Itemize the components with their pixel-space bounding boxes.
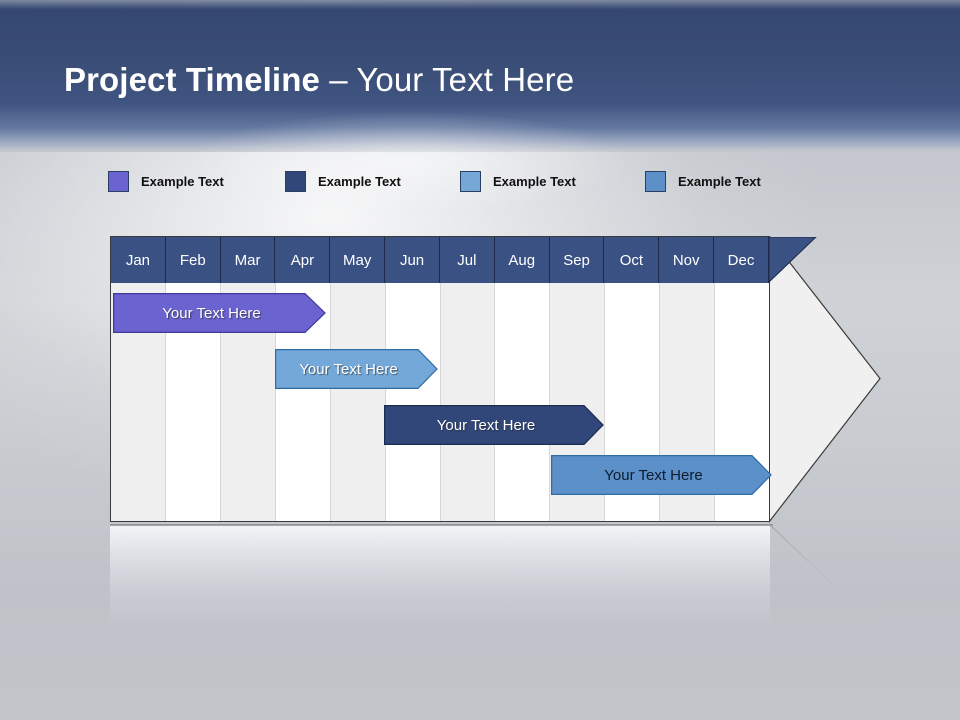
legend-item-1[interactable]: Example Text bbox=[108, 168, 224, 194]
task-bars: Your Text Here Your Text Here Your Text … bbox=[110, 236, 772, 522]
month-header-mar[interactable]: Mar bbox=[220, 237, 276, 283]
month-header-dec[interactable]: Dec bbox=[714, 237, 769, 283]
month-header-apr[interactable]: Apr bbox=[275, 237, 331, 283]
month-header-feb[interactable]: Feb bbox=[165, 237, 221, 283]
legend-label-4: Example Text bbox=[678, 173, 761, 189]
month-header-nov[interactable]: Nov bbox=[659, 237, 715, 283]
page-title-light: – Your Text Here bbox=[319, 61, 575, 98]
month-header-row: Jan Feb Mar Apr May Jun Jul Aug Sep Oct … bbox=[111, 237, 769, 283]
month-header-aug[interactable]: Aug bbox=[494, 237, 550, 283]
legend: Example Text Example Text Example Text E… bbox=[108, 168, 808, 196]
task-bar-2-label: Your Text Here bbox=[299, 360, 398, 378]
legend-swatch-2-icon bbox=[285, 170, 306, 192]
task-bar-1[interactable]: Your Text Here bbox=[113, 293, 326, 333]
legend-item-4[interactable]: Example Text bbox=[645, 168, 761, 194]
legend-label-2: Example Text bbox=[318, 173, 401, 189]
timeline-chart: Jan Feb Mar Apr May Jun Jul Aug Sep Oct … bbox=[110, 236, 772, 522]
column-feb bbox=[165, 237, 221, 521]
month-header-jan[interactable]: Jan bbox=[111, 237, 166, 283]
legend-label-1: Example Text bbox=[141, 173, 224, 189]
page-title-strong: Project Timeline bbox=[64, 61, 320, 98]
task-bar-2[interactable]: Your Text Here bbox=[275, 349, 438, 389]
month-header-sep[interactable]: Sep bbox=[549, 237, 605, 283]
month-header-jun[interactable]: Jun bbox=[385, 237, 440, 283]
task-bar-3[interactable]: Your Text Here bbox=[384, 405, 604, 445]
legend-swatch-4-icon bbox=[645, 170, 666, 192]
month-header-oct[interactable]: Oct bbox=[604, 237, 660, 283]
task-bar-1-label: Your Text Here bbox=[162, 304, 261, 322]
page-title: Project Timeline – Your Text Here bbox=[64, 58, 574, 102]
month-header-jul[interactable]: Jul bbox=[439, 237, 495, 283]
legend-swatch-1-icon bbox=[108, 170, 129, 192]
column-jul bbox=[440, 237, 496, 521]
task-bar-4-label: Your Text Here bbox=[604, 466, 703, 484]
legend-swatch-3-icon bbox=[460, 170, 481, 192]
legend-item-3[interactable]: Example Text bbox=[460, 168, 576, 194]
task-bar-3-label: Your Text Here bbox=[436, 416, 536, 434]
timeline-arrow-head-icon bbox=[769, 236, 881, 523]
header-corner-wedge bbox=[768, 236, 818, 284]
month-header-may[interactable]: May bbox=[330, 237, 386, 283]
column-aug bbox=[495, 237, 551, 521]
task-bar-4[interactable]: Your Text Here bbox=[551, 455, 772, 495]
column-jan bbox=[111, 237, 166, 521]
legend-label-3: Example Text bbox=[493, 173, 576, 189]
legend-item-2[interactable]: Example Text bbox=[285, 168, 401, 194]
